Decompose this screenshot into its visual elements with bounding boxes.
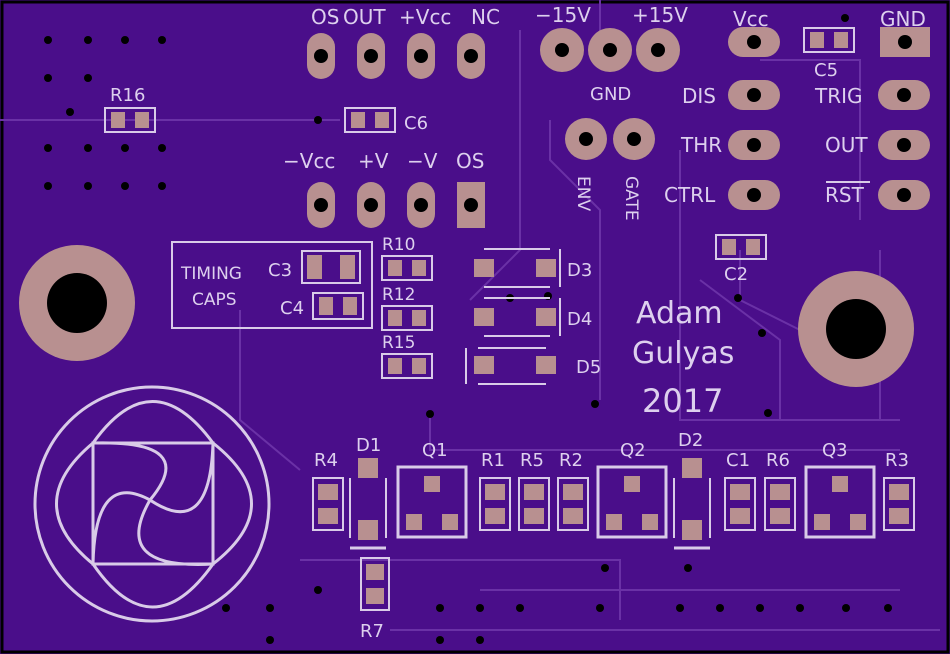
vias (44, 14, 892, 644)
label-d2: D2 (678, 430, 703, 451)
capacitor-c6 (344, 107, 396, 133)
label-c3: C3 (268, 260, 292, 281)
label-r12: R12 (382, 285, 415, 305)
label-c5: C5 (814, 60, 838, 81)
label-trig: TRIG (814, 84, 863, 108)
label-r5: R5 (520, 450, 544, 471)
label-dis: DIS (682, 84, 716, 108)
transistor-q2 (596, 465, 668, 539)
resistor-r6 (764, 477, 796, 531)
label-d1: D1 (356, 435, 381, 456)
diode-d2 (673, 458, 711, 550)
mounting-hole-right (798, 271, 914, 387)
label-os-bottom: OS (456, 149, 484, 173)
header-top (307, 33, 485, 79)
label-q1: Q1 (422, 440, 448, 461)
diode-d5 (465, 347, 556, 385)
label-d3: D3 (567, 260, 592, 281)
label-r1: R1 (481, 450, 505, 471)
label-os-top: OS (311, 5, 339, 29)
label-c4: C4 (280, 298, 304, 319)
resistor-r2 (557, 477, 589, 531)
label-d5: D5 (576, 357, 601, 378)
label-thr: THR (680, 133, 722, 157)
label-nc-top: NC (471, 5, 500, 29)
author-last-name: Gulyas (632, 336, 734, 371)
label-r6: R6 (766, 450, 790, 471)
ic-555-pins (728, 27, 930, 210)
label-out-top: OUT (343, 5, 386, 29)
capacitor-c5 (803, 27, 855, 53)
diode-d1 (349, 458, 387, 550)
label-q3: Q3 (822, 440, 848, 461)
capacitor-c1 (724, 477, 756, 531)
label-r2: R2 (559, 450, 583, 471)
label-out-right: OUT (825, 133, 868, 157)
label-r3: R3 (885, 450, 909, 471)
resistor-r15 (381, 353, 433, 379)
capacitor-c2 (715, 234, 767, 260)
resistor-r3 (883, 477, 915, 531)
resistor-r12 (381, 305, 433, 331)
diode-d3 (474, 248, 561, 288)
capacitor-c4 (312, 292, 364, 320)
label-gnd-tr: GND (880, 7, 926, 31)
transistor-q3 (804, 465, 876, 539)
label-vcc: Vcc (733, 7, 769, 31)
resistor-r16 (104, 107, 156, 133)
author-year: 2017 (642, 382, 723, 420)
env-gate-header (565, 118, 655, 160)
logo-emblem (33, 385, 271, 623)
label-vcc-top: +Vcc (399, 5, 451, 29)
resistor-r7 (360, 557, 390, 611)
resistor-r5 (518, 477, 550, 531)
diode-d4 (474, 297, 561, 337)
mounting-hole-left (19, 245, 135, 361)
label-plus15v: +15V (632, 3, 688, 27)
label-c1: C1 (726, 450, 750, 471)
transistor-q1 (396, 465, 468, 539)
capacitor-c3 (301, 250, 361, 284)
label-caps: CAPS (192, 290, 237, 310)
label-q2: Q2 (620, 440, 646, 461)
label-timing: TIMING (180, 264, 242, 284)
label-r15: R15 (382, 333, 415, 353)
label-r7: R7 (360, 621, 384, 642)
label-gate: GATE (621, 176, 641, 221)
label-rst: RST (825, 183, 865, 207)
label-d4: D4 (567, 309, 592, 330)
label-minus15v: −15V (535, 3, 591, 27)
timing-caps-box (171, 241, 373, 329)
label-ctrl: CTRL (664, 183, 716, 207)
label-c2: C2 (724, 264, 748, 285)
label-gnd-mid: GND (590, 84, 631, 105)
label-minus-v: −V (407, 149, 438, 173)
label-r4: R4 (314, 450, 338, 471)
resistor-r10 (381, 255, 433, 281)
label-minus-vcc: −Vcc (283, 149, 335, 173)
resistor-r1 (479, 477, 511, 531)
label-c6: C6 (404, 113, 428, 134)
header-bottom (307, 182, 485, 228)
label-env: ENV (573, 176, 593, 211)
power-header (540, 28, 680, 72)
label-plus-v: +V (358, 149, 389, 173)
label-r10: R10 (382, 235, 415, 255)
resistor-r4 (312, 477, 344, 531)
author-first-name: Adam (636, 296, 723, 331)
label-r16: R16 (110, 85, 145, 106)
